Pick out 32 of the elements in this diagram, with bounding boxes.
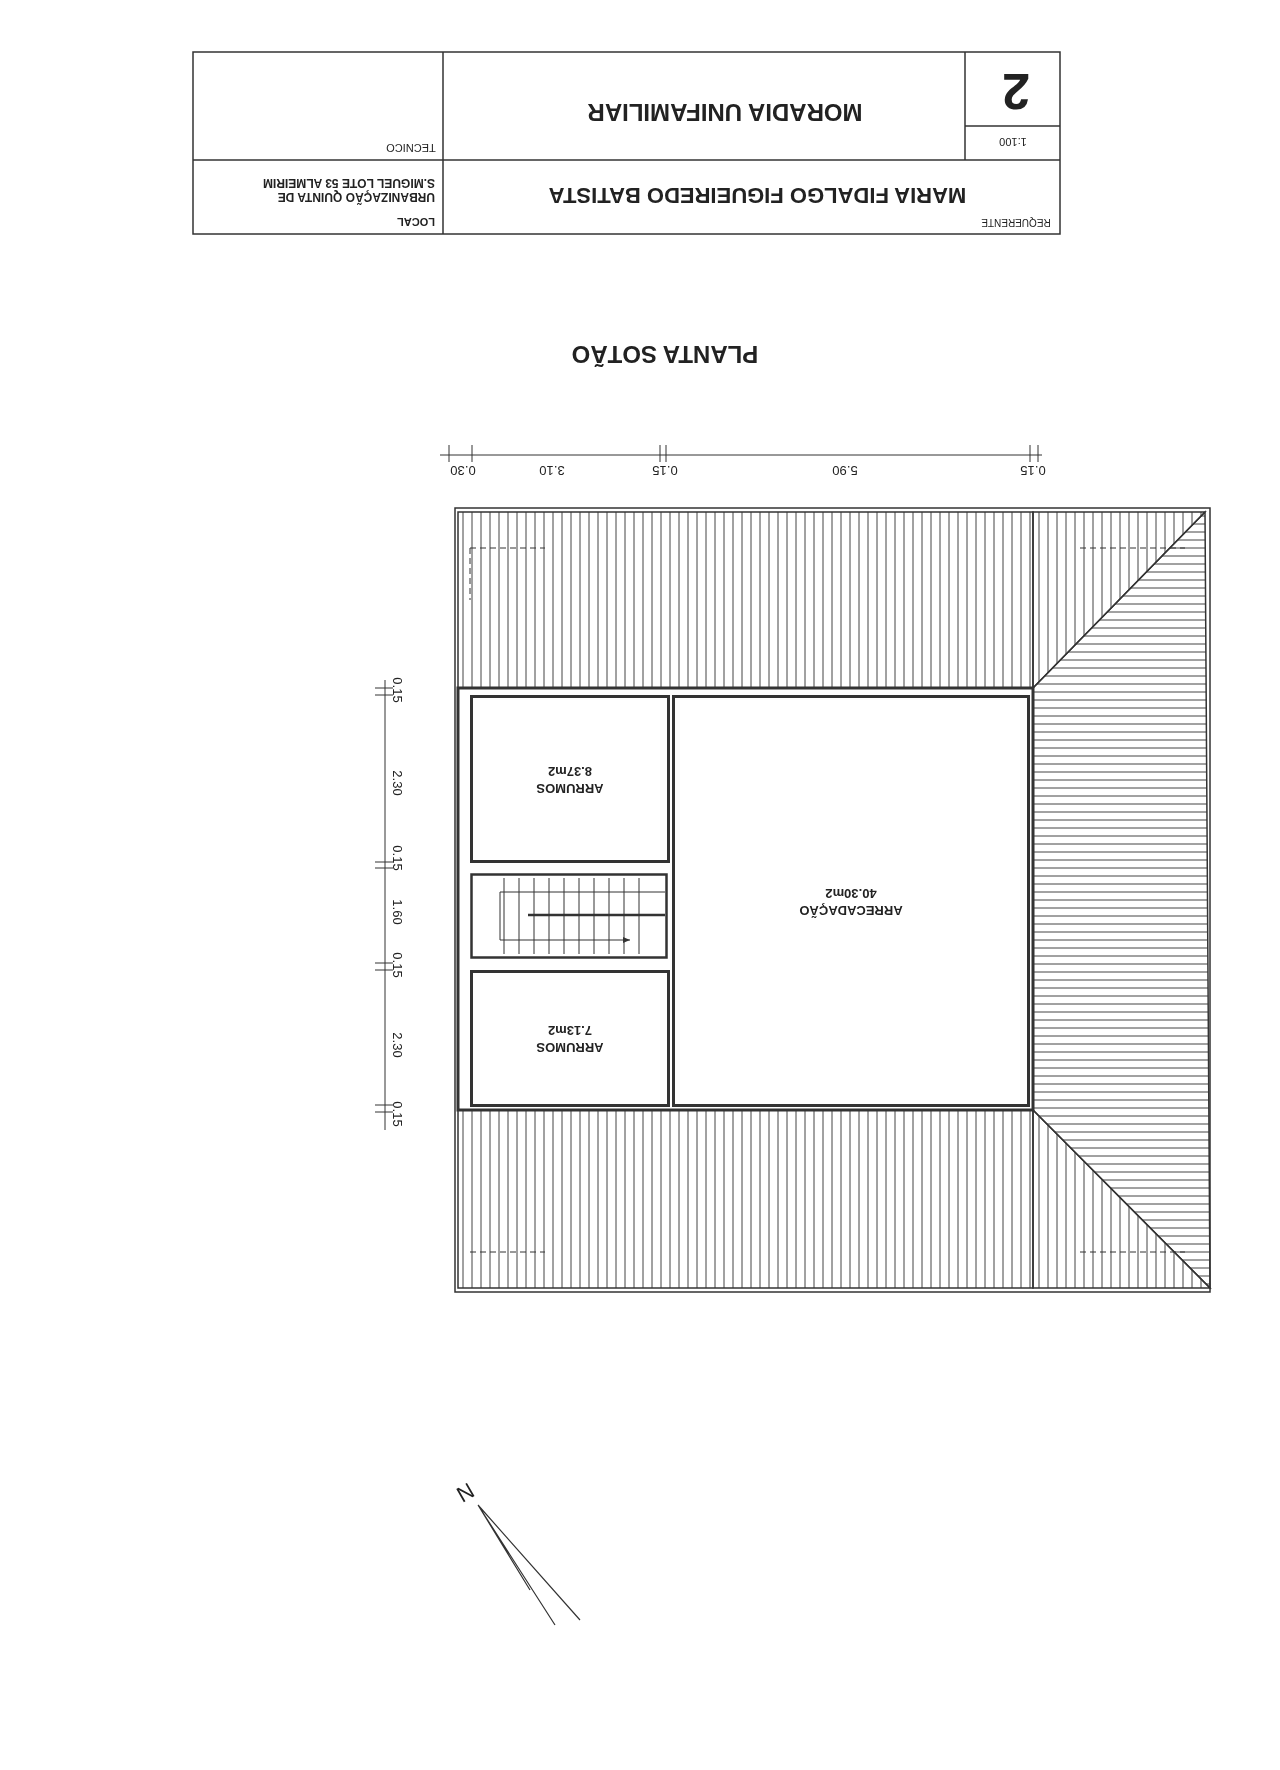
sheet-number: 2 (1001, 61, 1031, 121)
room-name: ARRUMOS (536, 1039, 604, 1056)
room-outline (672, 695, 1030, 1107)
room-outline (470, 695, 670, 863)
plan-title: PLANTA SOTÃO (570, 339, 760, 370)
north-label: N (450, 1476, 480, 1509)
room-outline (470, 970, 670, 1107)
dimension-label: 2.30 (389, 1031, 406, 1060)
dimension-label: 5.90 (831, 462, 859, 479)
area-label: 8.37m2 (547, 763, 593, 779)
stair-drawing (470, 873, 668, 959)
area-label: 7.13m2 (547, 1022, 593, 1039)
dimension-label: 0.15 (389, 1100, 406, 1129)
room-name: ARRECADAÇÃO (799, 901, 903, 918)
scale-label: 1:100 (998, 135, 1028, 151)
dimension-label: 0.15 (389, 951, 406, 980)
project-title: MORADIA UNIFAMILIAR (586, 97, 864, 128)
area-label: 40.30m2 (825, 885, 877, 901)
dimension-label: 0.15 (389, 676, 406, 705)
applicant-name: MARIA FIDALGO FIGUEIREDO BATISTA (547, 181, 968, 210)
dimension-label: 0.30 (449, 462, 477, 479)
dimension-label: 0.15 (1019, 462, 1047, 479)
dimension-label: 1.60 (389, 898, 406, 927)
field-label: TECNICO (385, 141, 437, 157)
dimension-label: 0.15 (389, 844, 406, 873)
address-text: URBANIZAÇÃO QUINTA DE S.MIGUEL LOTE 53 ALMEIRIM (262, 175, 435, 207)
room-name: ARRUMOS (536, 779, 604, 796)
dimension-label: 0.15 (651, 462, 679, 479)
dimension-label: 3.10 (538, 462, 566, 479)
field-label: LOCAL (396, 215, 436, 231)
field-label: REQUERENTE (980, 215, 1052, 230)
dimension-label: 2.30 (389, 769, 406, 798)
